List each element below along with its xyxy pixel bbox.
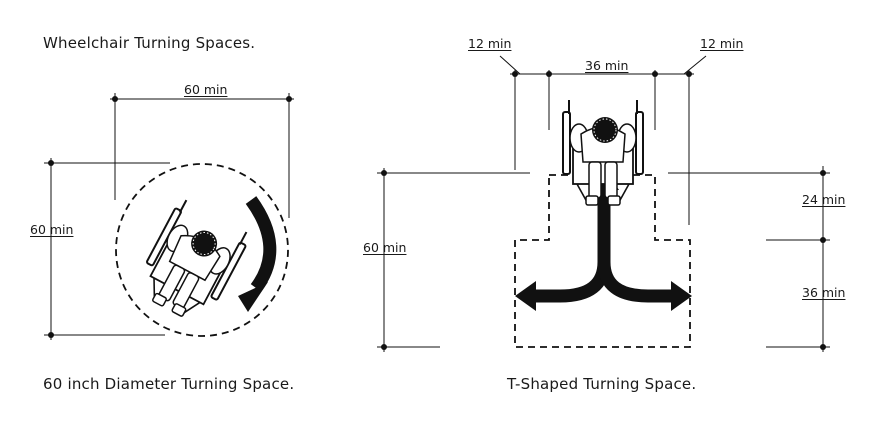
arrow-left-icon: [515, 281, 536, 311]
circle-height-dimension: 60 min: [30, 222, 74, 237]
circle-turning-space: [44, 93, 294, 340]
t-left-clearance-dimension: 12 min: [468, 36, 512, 51]
t-shape-boundary: [514, 174, 691, 348]
t-height-dimension: 60 min: [363, 240, 407, 255]
t-upper-depth-dimension: 24 min: [802, 192, 846, 207]
t-top-width-dimension: 36 min: [585, 58, 629, 73]
turning-circle-boundary: [115, 163, 289, 337]
circle-width-dimension: 60 min: [184, 82, 228, 97]
circle-space-caption: 60 inch Diameter Turning Space.: [43, 375, 295, 393]
t-shaped-turning-space: [377, 55, 830, 352]
t-lower-depth-dimension: 36 min: [802, 285, 846, 300]
rotation-arrow: [245, 196, 277, 292]
arrow-right-icon: [671, 281, 692, 311]
t-right-clearance-dimension: 12 min: [700, 36, 744, 51]
t-space-caption: T-Shaped Turning Space.: [507, 375, 697, 393]
wheelchair-rotated-icon: [130, 196, 253, 329]
diagram-heading: Wheelchair Turning Spaces.: [43, 34, 256, 52]
